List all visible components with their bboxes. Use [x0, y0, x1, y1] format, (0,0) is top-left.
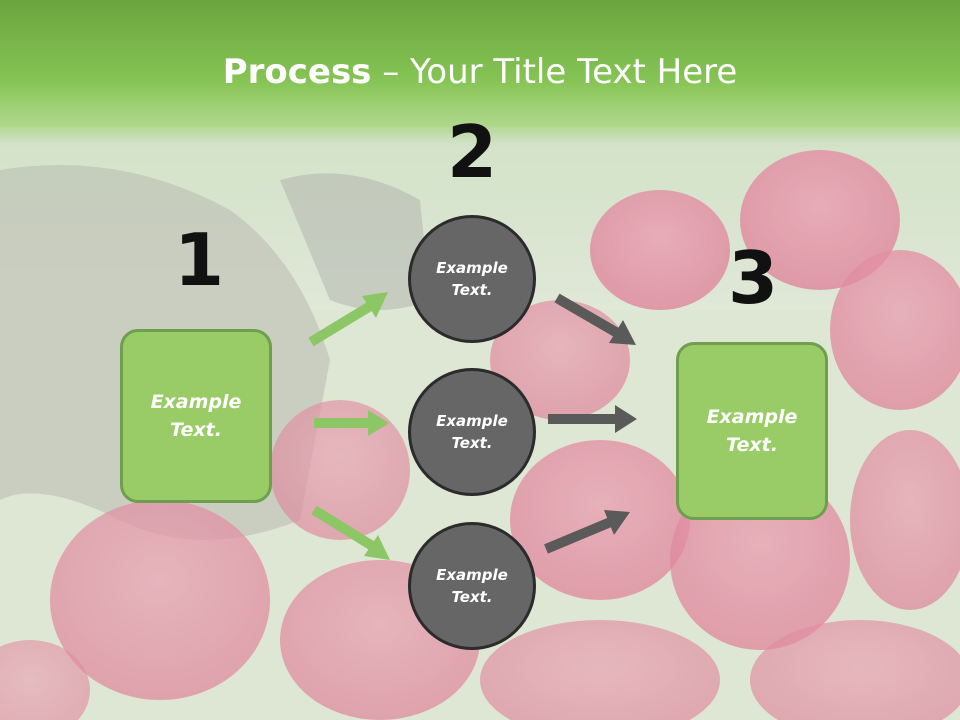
- title-bold: Process: [222, 52, 372, 92]
- gray-arrow-down: [554, 293, 636, 345]
- step-2-circle-top[interactable]: Example Text.: [408, 215, 536, 343]
- gray-arrow-up: [544, 510, 630, 554]
- step-3-box[interactable]: Example Text.: [676, 342, 828, 520]
- green-arrow-down: [311, 505, 390, 560]
- circle-middle-line-2: Text.: [451, 434, 493, 452]
- circle-bottom-line-1: Example: [436, 565, 508, 584]
- step-number-3: 3: [727, 236, 779, 320]
- circle-top-line-2: Text.: [451, 281, 493, 299]
- step-3-line-1: Example: [706, 405, 798, 428]
- step-number-2: 2: [446, 110, 498, 194]
- title-rest: – Your Title Text Here: [371, 52, 738, 92]
- gray-arrow-middle: [548, 405, 637, 433]
- step-3-line-2: Text.: [726, 434, 778, 456]
- green-arrow-middle: [314, 410, 389, 436]
- step-1-line-1: Example: [150, 390, 242, 413]
- step-1-box[interactable]: Example Text.: [120, 329, 272, 503]
- green-arrow-up: [308, 292, 388, 347]
- step-2-circle-bottom[interactable]: Example Text.: [408, 522, 536, 650]
- page-title: Process – Your Title Text Here: [0, 52, 960, 92]
- title-bar-background: [0, 0, 960, 148]
- step-number-1: 1: [173, 218, 225, 302]
- step-1-line-2: Text.: [170, 419, 222, 441]
- circle-top-line-1: Example: [436, 258, 508, 277]
- circle-bottom-line-2: Text.: [451, 588, 493, 606]
- circle-middle-line-1: Example: [436, 411, 508, 430]
- step-2-circle-middle[interactable]: Example Text.: [408, 368, 536, 496]
